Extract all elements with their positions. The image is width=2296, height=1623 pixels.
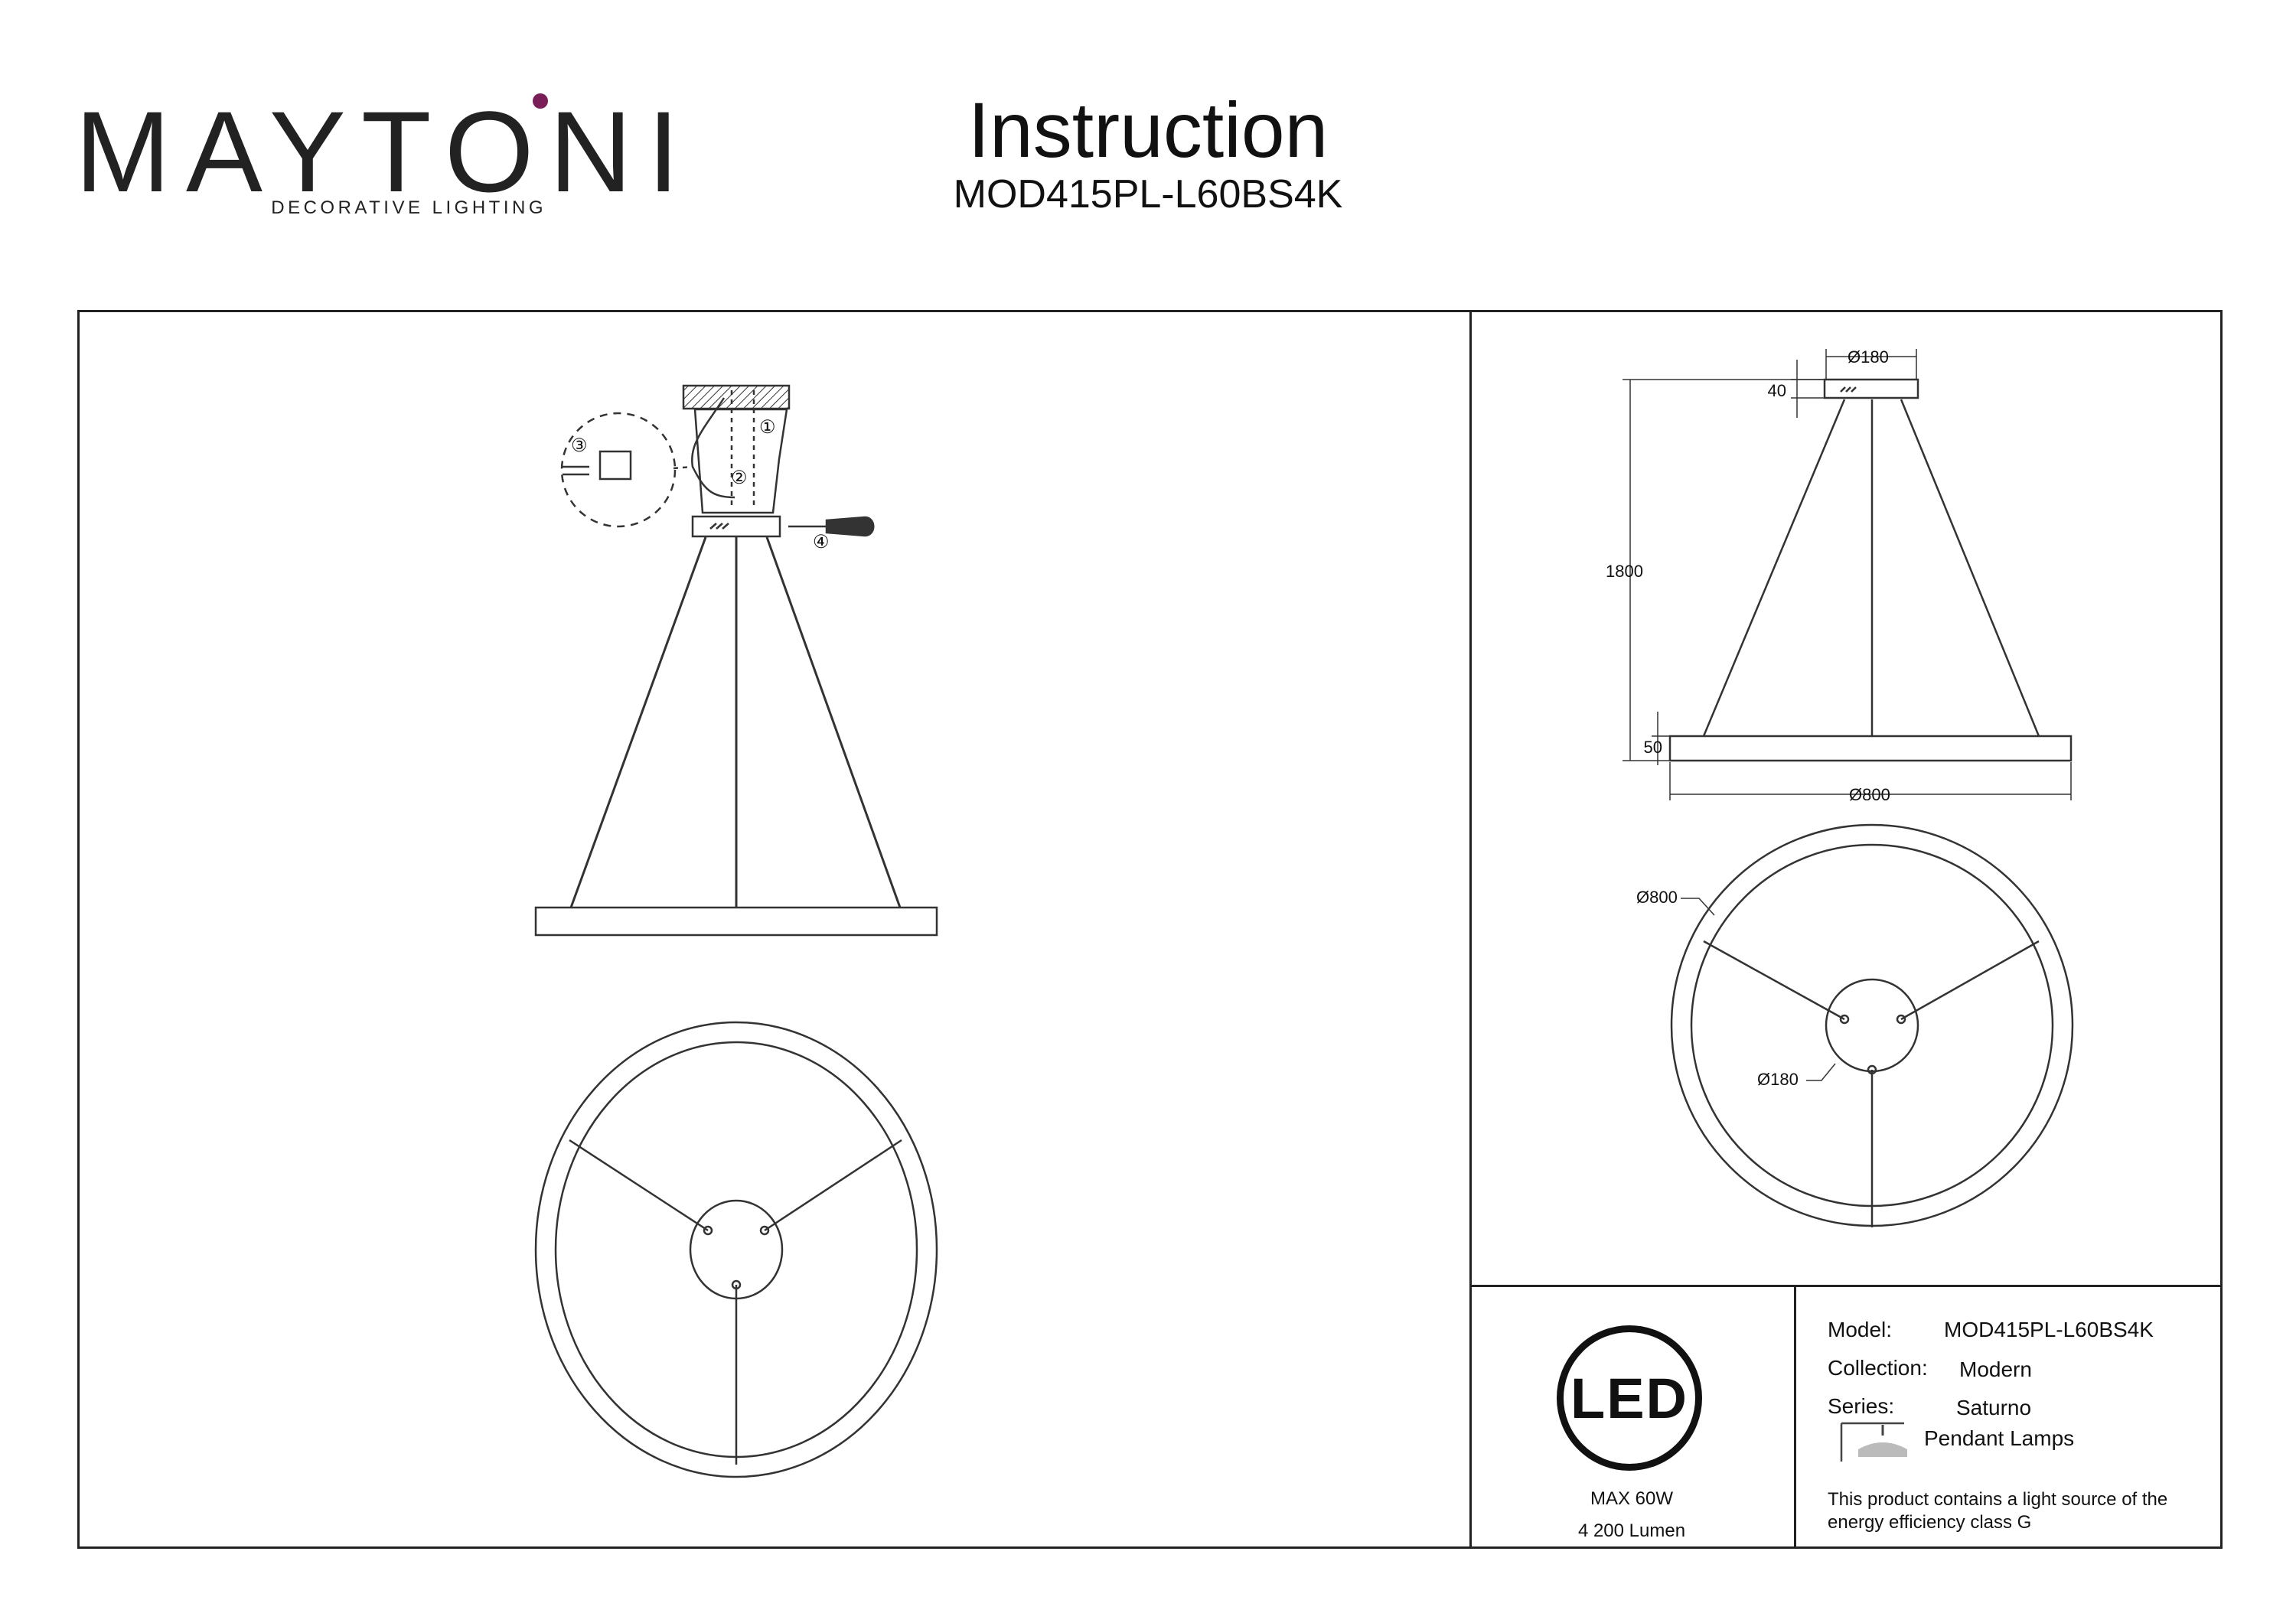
logo-tagline: DECORATIVE LIGHTING (271, 197, 546, 218)
dim-ring (1668, 735, 2073, 762)
plan-canopy-diameter-label: Ø180 (1757, 1070, 1799, 1089)
step-2-label: ② (731, 468, 748, 488)
spec-type-value: Pendant Lamps (1924, 1426, 2075, 1450)
spec-model-value: MOD415PL-L60BS4K (1944, 1318, 2154, 1341)
dim-canopy-height-label: 40 (1768, 381, 1786, 400)
spec-series-label: Series: (1828, 1394, 1895, 1418)
dimension-labels-elevation: Ø180 40 1800 50 Ø800 (1606, 347, 1890, 804)
logo-accent-dot (533, 93, 548, 109)
logo-wordmark: MAYTONI (75, 87, 695, 216)
energy-efficiency-note: This product contains a light source of … (1828, 1489, 2168, 1533)
model-code-heading: MOD415PL-L60BS4K (953, 172, 1343, 217)
dimension-elevation (1623, 349, 2073, 800)
dim-total-height-label: 1800 (1606, 562, 1643, 581)
maytoni-logo: MAYTONI DECORATIVE LIGHTING (75, 90, 680, 228)
luminous-flux: 4 200 Lumen (1577, 1520, 1686, 1541)
spec-collection-value: Modern (1959, 1357, 2032, 1381)
drawing-frame (77, 310, 2223, 1549)
power-info: MAX 60W 4 200 Lumen (1469, 1486, 1794, 1550)
dim-ring-diameter-label: Ø800 (1849, 785, 1890, 804)
step-1-label: ① (759, 417, 776, 438)
dimension-labels-plan: Ø800 Ø180 (1636, 888, 1799, 1089)
dim-ring-height-label: 50 (1644, 738, 1662, 757)
step-3-label: ③ (571, 435, 588, 456)
assembly-step-labels: ① ② ③ ④ (571, 417, 830, 552)
ceiling-hatch (682, 384, 791, 410)
led-badge: LED (1557, 1325, 1702, 1471)
step-4-label: ④ (813, 532, 830, 552)
max-power: MAX 60W (1590, 1488, 1674, 1509)
assembly-elevation (534, 384, 938, 937)
frame-divider-horizontal (1469, 1285, 2223, 1287)
plan-view-left (534, 1021, 938, 1478)
spec-model-label: Model: (1828, 1318, 1893, 1341)
dim-canopy-diameter-label: Ø180 (1848, 347, 1889, 367)
dimension-plan (1670, 823, 2074, 1227)
spec-collection-label: Collection: (1828, 1356, 1928, 1380)
frame-divider-spec (1794, 1285, 1796, 1549)
pendant-lamp-icon (1840, 1422, 1907, 1462)
ring-elevation (534, 906, 938, 937)
spec-series-value: Saturno (1956, 1396, 2032, 1419)
page-title: Instruction (967, 86, 1329, 174)
frame-divider-vertical (1469, 310, 1472, 1549)
canopy (691, 515, 781, 538)
plan-ring-diameter-label: Ø800 (1636, 888, 1678, 907)
dim-canopy (1823, 378, 1919, 399)
mounting-bracket (693, 408, 788, 514)
